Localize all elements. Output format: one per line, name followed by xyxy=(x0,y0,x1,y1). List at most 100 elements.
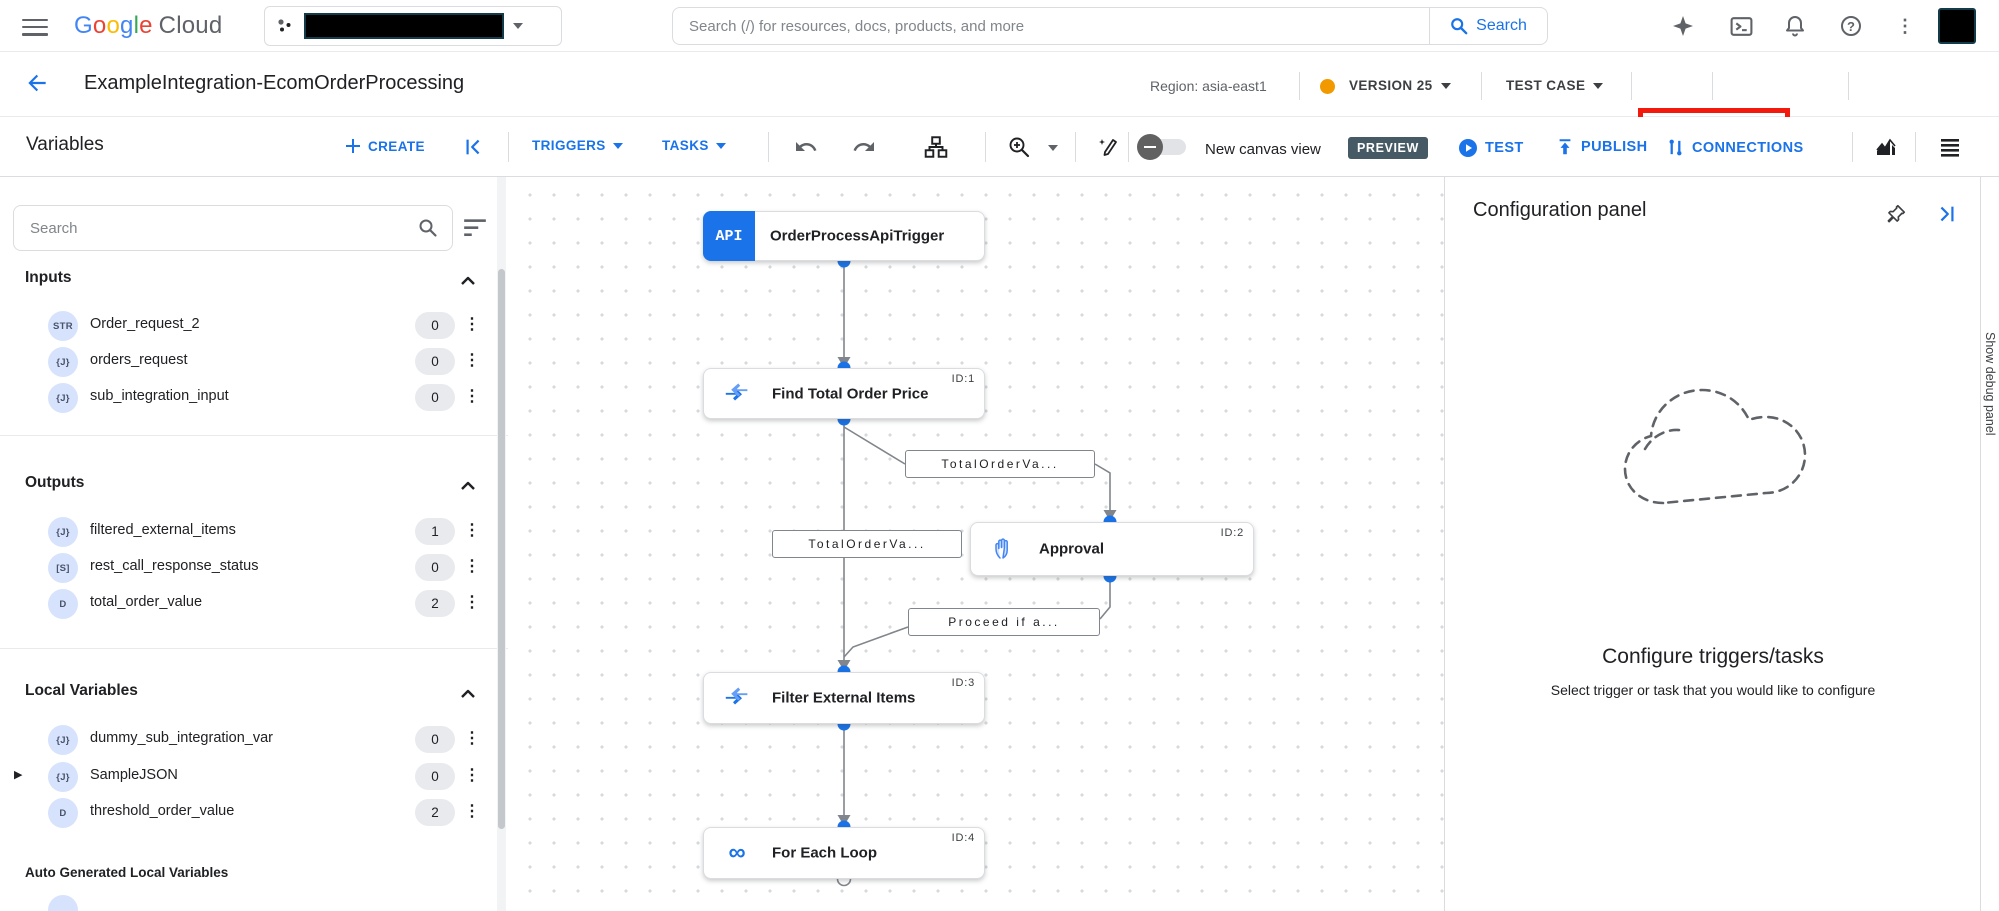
row-menu-icon[interactable]: ⋮ xyxy=(464,767,480,784)
collapse-section-icon[interactable] xyxy=(458,684,478,704)
data-mapping-icon xyxy=(724,685,750,711)
zoom-tool-icon[interactable] xyxy=(1005,133,1033,161)
debug-panel-strip: Show debug panel xyxy=(1980,177,1999,911)
node-for-each-loop[interactable]: ID:4 ∞ For Each Loop xyxy=(703,827,985,879)
avatar[interactable] xyxy=(1938,8,1976,44)
edge-label[interactable]: TotalOrderVa... xyxy=(905,450,1095,478)
configuration-panel: Configuration panel Configure triggers/t… xyxy=(1444,177,1980,911)
menu-icon[interactable] xyxy=(22,14,48,38)
publish-icon xyxy=(1559,139,1571,155)
row-menu-icon[interactable]: ⋮ xyxy=(464,316,480,333)
row-menu-icon[interactable]: ⋮ xyxy=(464,522,480,539)
sidebar-scrollbar[interactable] xyxy=(497,177,506,911)
zoom-dropdown-caret[interactable] xyxy=(1048,145,1058,151)
global-search-button[interactable]: Search xyxy=(1429,8,1547,44)
test-button[interactable]: TEST xyxy=(1458,138,1524,158)
row-menu-icon[interactable]: ⋮ xyxy=(464,803,480,820)
tasks-dropdown[interactable]: TASKS xyxy=(662,138,726,153)
variable-row[interactable]: D total_order_value 2 ⋮ xyxy=(0,586,500,622)
node-find-total-order-price[interactable]: ID:1 Find Total Order Price xyxy=(703,368,985,419)
undo-icon[interactable] xyxy=(792,133,820,161)
row-menu-icon[interactable]: ⋮ xyxy=(464,730,480,747)
connections-button[interactable]: CONNECTIONS xyxy=(1666,138,1804,157)
collapse-left-panel-icon[interactable] xyxy=(460,133,488,161)
usage-count-badge: 0 xyxy=(415,384,455,411)
approval-hand-icon xyxy=(991,536,1017,562)
edge-label[interactable]: TotalOrderVa... xyxy=(772,530,962,558)
collapse-right-panel-icon[interactable] xyxy=(1935,203,1957,225)
variable-row[interactable]: [S] rest_call_response_status 0 ⋮ xyxy=(0,550,500,586)
gemini-icon[interactable] xyxy=(1670,13,1696,39)
test-case-dropdown[interactable]: TEST CASE xyxy=(1506,78,1604,93)
divider xyxy=(508,132,509,162)
row-menu-icon[interactable]: ⋮ xyxy=(464,388,480,405)
show-debug-panel-button[interactable]: Show debug panel xyxy=(1983,332,1997,436)
new-canvas-view-toggle[interactable] xyxy=(1137,134,1186,160)
magic-edit-icon[interactable] xyxy=(1094,133,1122,161)
variable-row[interactable]: {J} filtered_external_items 1 ⋮ xyxy=(0,514,500,550)
section-title-inputs: Inputs xyxy=(25,269,72,286)
section-title-local-variables: Local Variables xyxy=(25,682,138,699)
usage-count-badge: 0 xyxy=(415,763,455,790)
chevron-down-icon xyxy=(513,23,523,29)
variable-row[interactable]: {J} dummy_sub_integration_var 0 ⋮ xyxy=(0,722,500,758)
divider xyxy=(1631,72,1632,100)
metrics-icon[interactable] xyxy=(1872,133,1900,161)
global-search-input[interactable] xyxy=(673,8,1429,44)
logs-icon[interactable] xyxy=(1936,133,1964,161)
cloud-wordmark: Cloud xyxy=(158,12,223,39)
type-badge: {J} xyxy=(48,517,78,547)
search-icon xyxy=(419,219,437,237)
cloud-shell-icon[interactable] xyxy=(1728,13,1754,39)
type-badge: [S] xyxy=(48,553,78,583)
variable-row[interactable]: D threshold_order_value 2 ⋮ xyxy=(0,795,500,831)
triggers-dropdown[interactable]: TRIGGERS xyxy=(532,138,623,153)
notifications-icon[interactable] xyxy=(1782,13,1808,39)
redo-icon[interactable] xyxy=(850,133,878,161)
collapse-section-icon[interactable] xyxy=(458,271,478,291)
type-badge: D xyxy=(48,589,78,619)
back-arrow-icon[interactable] xyxy=(24,70,52,98)
type-badge: STR xyxy=(48,311,78,341)
row-menu-icon[interactable]: ⋮ xyxy=(464,352,480,369)
usage-count-badge: 0 xyxy=(415,312,455,339)
more-options-icon[interactable]: ⋮ xyxy=(1896,15,1914,36)
global-search: Search xyxy=(672,7,1548,45)
pin-icon[interactable] xyxy=(1885,203,1907,225)
variable-row[interactable]: {J} orders_request 0 ⋮ xyxy=(0,344,500,380)
node-order-process-api-trigger[interactable]: API OrderProcessApiTrigger xyxy=(703,211,985,261)
type-badge: {J} xyxy=(48,383,78,413)
variable-row[interactable]: ▶ {J} SampleJSON 0 ⋮ xyxy=(0,759,500,795)
project-selector[interactable] xyxy=(264,6,562,46)
edge-label[interactable]: Proceed if a... xyxy=(908,608,1100,636)
data-mapping-icon xyxy=(724,381,750,407)
sort-filter-icon[interactable] xyxy=(462,217,488,239)
chevron-down-icon xyxy=(612,142,623,149)
variable-row[interactable]: STR Order_request_2 0 ⋮ xyxy=(0,308,500,344)
integration-canvas[interactable]: API OrderProcessApiTrigger ID:1 Find Tot… xyxy=(508,177,1444,911)
editor-toolbar: Variables CREATE TRIGGERS TASKS xyxy=(0,117,1999,177)
row-menu-icon[interactable]: ⋮ xyxy=(464,558,480,575)
auto-layout-icon[interactable] xyxy=(922,133,950,161)
version-status-dot xyxy=(1320,79,1335,94)
expand-arrow-icon[interactable]: ▶ xyxy=(14,769,23,781)
row-menu-icon[interactable]: ⋮ xyxy=(464,594,480,611)
search-icon xyxy=(1451,18,1468,35)
usage-count-badge: 0 xyxy=(415,726,455,753)
node-approval[interactable]: ID:2 Approval xyxy=(970,522,1254,576)
publish-button[interactable]: PUBLISH xyxy=(1556,138,1647,156)
variable-row[interactable]: {J} sub_integration_input 0 ⋮ xyxy=(0,380,500,416)
region-label: Region: asia-east1 xyxy=(1150,78,1267,94)
type-badge: D xyxy=(48,798,78,828)
section-title-outputs: Outputs xyxy=(25,474,85,491)
help-icon[interactable]: ? xyxy=(1838,13,1864,39)
version-dropdown[interactable]: VERSION 25 xyxy=(1349,78,1451,93)
divider xyxy=(1852,132,1853,162)
collapse-section-icon[interactable] xyxy=(458,476,478,496)
preview-badge: PREVIEW xyxy=(1348,137,1428,159)
node-filter-external-items[interactable]: ID:3 Filter External Items xyxy=(703,672,985,724)
variables-search-input[interactable] xyxy=(14,219,418,237)
create-variable-button[interactable]: CREATE xyxy=(345,138,425,154)
